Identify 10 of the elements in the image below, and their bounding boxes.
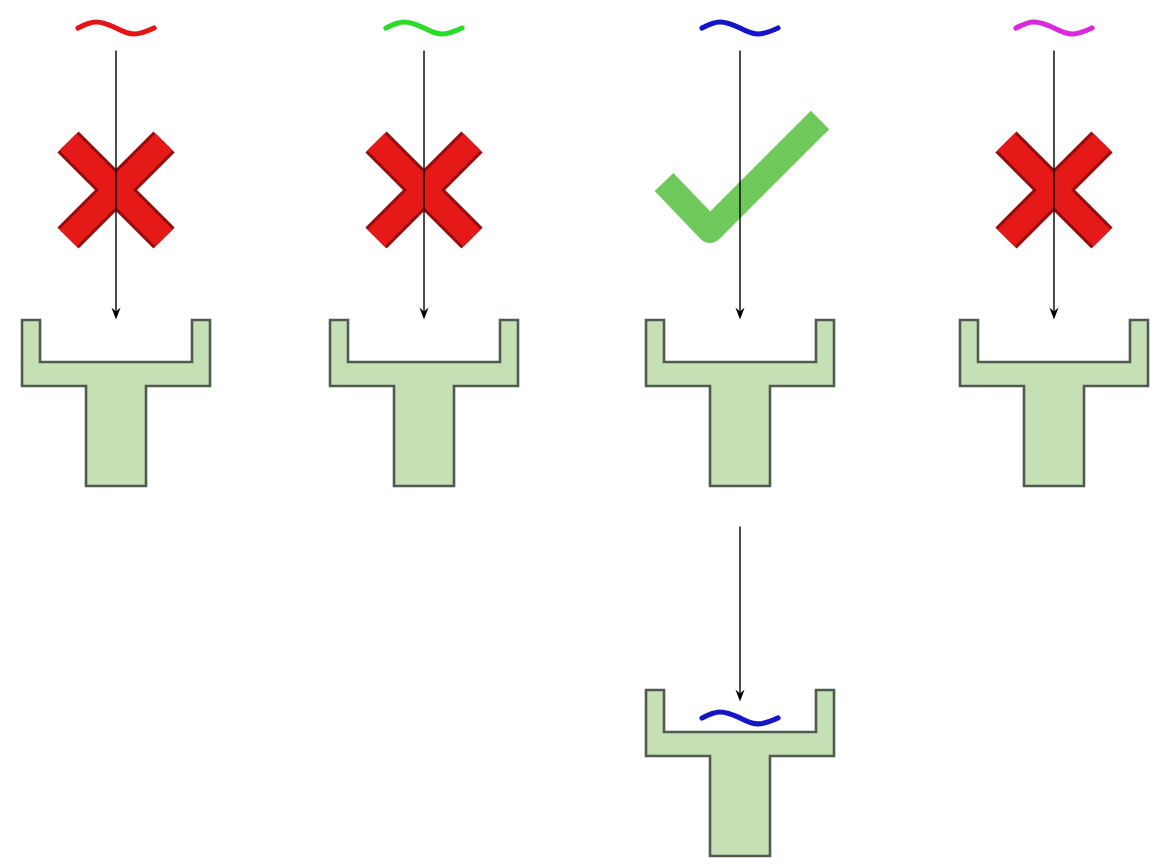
wave-icon [699,19,781,37]
wave-icon [383,19,465,37]
receptor-drawing [644,318,836,488]
wave-icon [699,709,781,727]
wave-icon [1013,19,1095,37]
receptor-drawing [328,318,520,488]
receptor-drawing [20,318,212,488]
receptor-drawing [958,318,1150,488]
receptor-drawing [644,688,836,858]
wave-icon [75,19,157,37]
